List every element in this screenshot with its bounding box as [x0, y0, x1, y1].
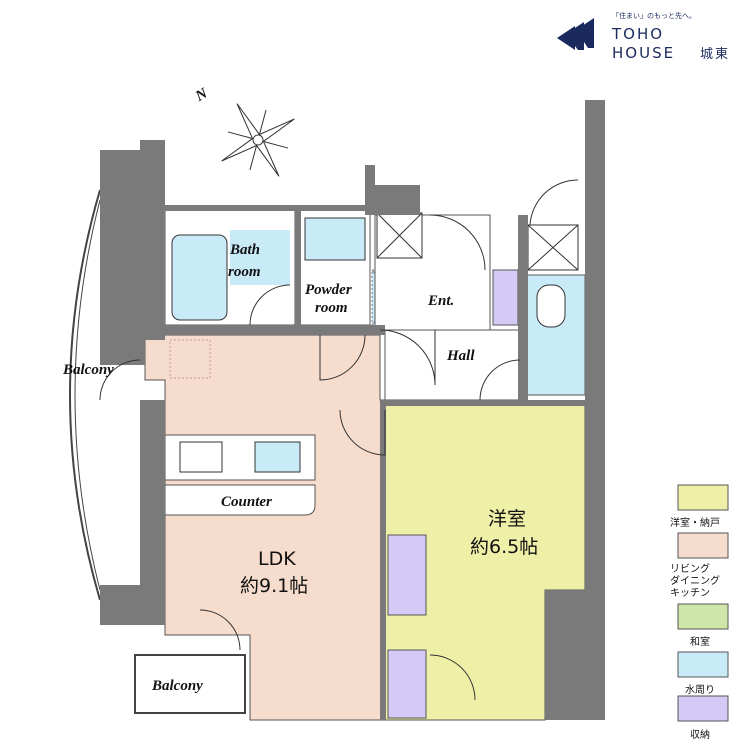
logo-line1: TOHO: [611, 25, 664, 43]
legend-label-water: 水周り: [685, 684, 715, 696]
bath-room-label: Bath: [229, 242, 260, 258]
legend-label-ldk-3: キッチン: [670, 587, 710, 599]
compass-icon: [221, 103, 295, 177]
toho-house-logo: 「住まい」のもっと先へ。 TOHO HOUSE 城東: [557, 11, 730, 62]
legend-swatch-storage: [677, 695, 729, 722]
legend-label-ldk: リビング: [670, 562, 710, 575]
western-room-size: 約6.5帖: [470, 536, 538, 558]
ldk-label: LDK: [258, 548, 296, 570]
powder-room-label-2: room: [315, 300, 348, 316]
bathtub-icon: [171, 234, 228, 321]
closet-lower: [387, 649, 427, 719]
washbasin-icon: [304, 217, 366, 261]
doors: [99, 179, 579, 701]
legend-swatch-ldk: [677, 532, 729, 559]
balcony-left-rail: [69, 189, 101, 601]
legend-swatch-western: [677, 484, 729, 511]
balcony-left-label: Balcony: [62, 362, 114, 378]
logo-line2: HOUSE: [612, 44, 675, 62]
legend-swatch-water: [677, 651, 729, 678]
toilet-icon: [536, 284, 566, 328]
powder-room-label: Powder: [305, 282, 352, 298]
logo-mark-icon: [557, 18, 594, 50]
counter: [164, 484, 316, 516]
legend-label-japanese: 和室: [690, 635, 710, 648]
logo-tagline: 「住まい」のもっと先へ。: [612, 11, 696, 20]
sink-icon: [254, 441, 301, 473]
western-room-label: 洋室: [488, 508, 526, 530]
fridge-space: [169, 339, 211, 379]
counter-label: Counter: [221, 494, 272, 510]
closet-western: [387, 534, 427, 616]
walls: [100, 100, 605, 720]
ldk-size: 約9.1帖: [240, 575, 308, 597]
balcony-bottom-area: [134, 654, 246, 714]
entrance-label: Ent.: [427, 293, 454, 309]
legend-label-ldk-2: ダイニング: [670, 574, 720, 587]
legend-label-western: 洋室・納戸: [670, 516, 720, 529]
logo-branch: 城東: [700, 46, 730, 62]
shoe-closet: [492, 269, 519, 326]
legend-swatch-japanese: [677, 603, 729, 630]
legend: 洋室・納戸 リビング ダイニング キッチン 和室 水周り 収納: [670, 484, 729, 741]
ldk-room: [144, 334, 386, 721]
bath-room-label-2: room: [228, 264, 261, 280]
hall-label: Hall: [446, 348, 475, 364]
compass-north-label: N: [192, 85, 211, 105]
balcony-bottom-label: Balcony: [151, 678, 203, 694]
stove-icon: [179, 441, 223, 473]
legend-label-storage: 収納: [690, 728, 710, 741]
